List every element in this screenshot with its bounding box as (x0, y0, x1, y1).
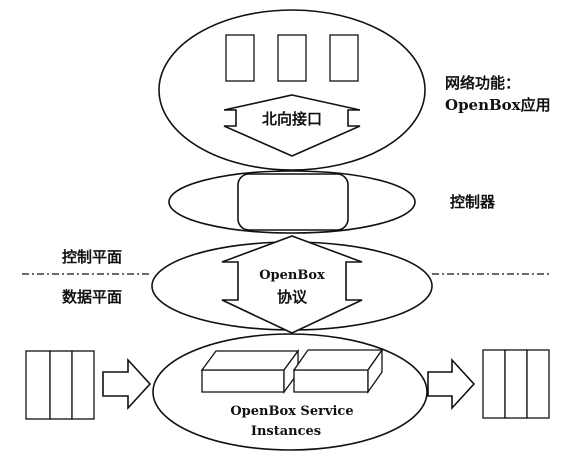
control-plane-label: 控制平面 (62, 248, 122, 266)
controller-box (237, 173, 349, 231)
egress-packet-queue (482, 349, 550, 419)
openbox-protocol-arrow (221, 235, 363, 334)
service-instance-box-2 (292, 347, 384, 395)
application-box-3 (329, 34, 359, 82)
data-plane-label: 数据平面 (62, 288, 122, 306)
application-box-2 (277, 34, 307, 82)
service-instances-label-line2: Instances (251, 424, 321, 439)
protocol-label-openbox: OpenBox (259, 268, 325, 283)
northbound-interface-label: 北向接口 (262, 110, 322, 128)
application-box-1 (225, 34, 255, 82)
ingress-packet-queue (25, 350, 95, 420)
protocol-label: 协议 (277, 288, 308, 306)
controller-label: 控制器 (450, 193, 496, 211)
network-function-label: 网络功能： (445, 74, 520, 92)
ingress-arrow (102, 357, 152, 411)
egress-arrow (427, 357, 476, 411)
northbound-interface-arrow (223, 94, 361, 157)
openbox-application-label: OpenBox应用 (445, 96, 551, 114)
service-instance-box-1 (200, 349, 300, 394)
service-instances-label-line1: OpenBox Service (230, 404, 353, 419)
